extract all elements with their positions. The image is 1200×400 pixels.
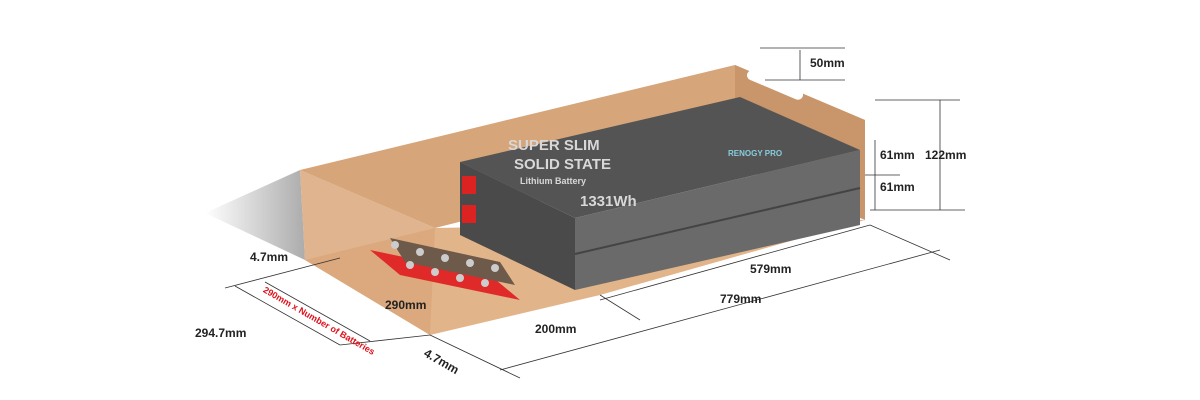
battery-label-line3: Lithium Battery: [520, 176, 587, 186]
battery-seam: [574, 187, 861, 255]
front-wall-left: [300, 170, 435, 335]
dim-wall-left: 4.7mm: [250, 250, 289, 264]
lid-shadow: [205, 170, 305, 260]
dimension-lines: [224, 47, 965, 379]
dim-battery-length: 579mm: [750, 262, 792, 276]
battery-side: [460, 162, 575, 290]
dim-total-height: 122mm: [925, 148, 967, 162]
handle-slot: [746, 70, 804, 100]
dim-front-space: 200mm: [535, 322, 577, 336]
battery-capacity: 1331Wh: [580, 193, 637, 210]
battery-top: [460, 97, 860, 218]
busbar-bolts: [391, 241, 499, 287]
dim-battery-bottom: 61mm: [880, 180, 915, 194]
battery-label-line1: SUPER SLIM: [508, 137, 600, 154]
terminal-red: [462, 205, 476, 223]
brand-logo: RENOGY PRO: [728, 149, 783, 158]
terminal-red: [462, 176, 476, 194]
dim-total-width: 294.7mm: [195, 326, 247, 340]
dim-handle-height: 50mm: [810, 56, 845, 70]
dim-battery-width: 290mm: [385, 298, 427, 312]
dim-battery-top: 61mm: [880, 148, 915, 162]
dim-total-length: 779mm: [720, 292, 762, 306]
battery-label-line2: SOLID STATE: [514, 156, 611, 173]
